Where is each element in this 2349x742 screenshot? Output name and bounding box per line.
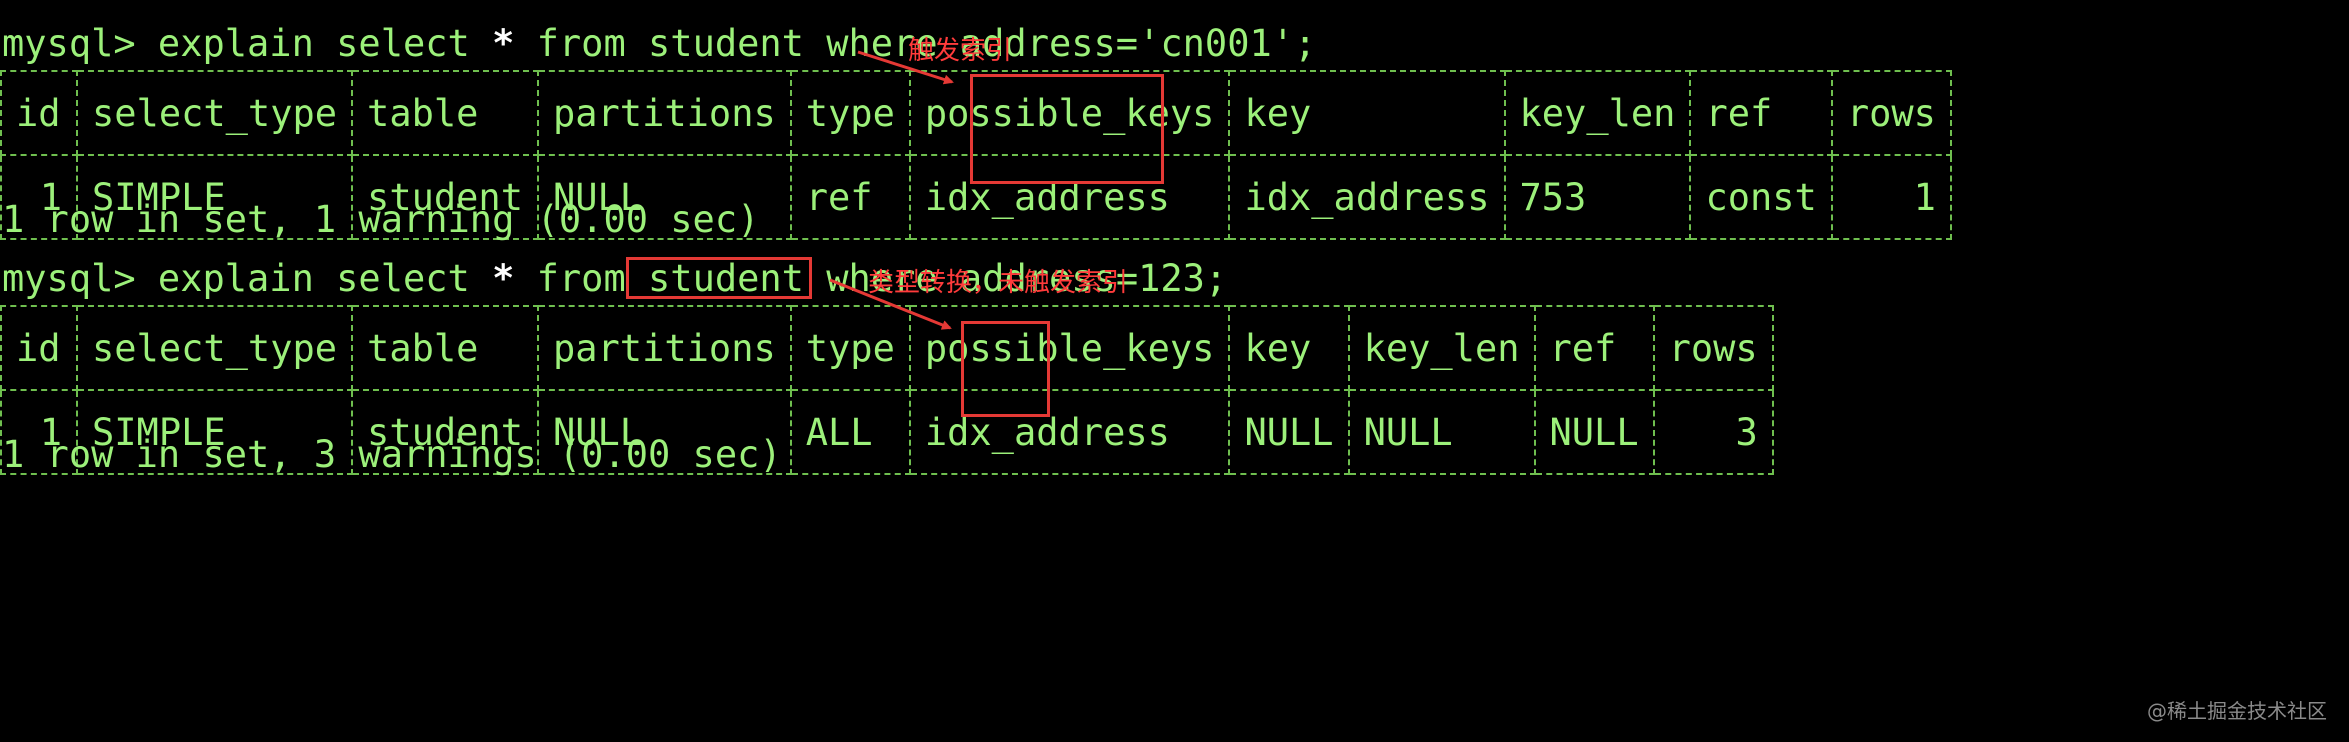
annotation-triggers-index: 触发索引 (908, 36, 1013, 66)
annotation-type-conversion: 类型转换，未触发索引 (868, 268, 1129, 298)
arrow-1 (857, 50, 954, 85)
cell-key: NULL (1228, 389, 1350, 475)
header-cell: ref (1533, 305, 1655, 391)
cell-ref: const (1689, 154, 1833, 240)
cell-partitions: NULL (536, 154, 792, 240)
cell-rows: 3 (1652, 389, 1774, 475)
command-text: explain select (135, 22, 493, 65)
cell-ref: NULL (1533, 389, 1655, 475)
header-cell: key (1228, 305, 1350, 391)
explain-table-2: id select_type table partitions type pos… (0, 305, 1774, 475)
cell-type: ALL (789, 389, 911, 475)
command-text: from student where address='cn001'; (514, 22, 1317, 65)
cell-id: 1 (0, 154, 78, 240)
header-cell: select_type (75, 305, 354, 391)
header-cell: table (351, 305, 539, 391)
header-cell: key_len (1347, 305, 1536, 391)
cell-id: 1 (0, 389, 78, 475)
watermark: @稀土掘金技术社区 (2147, 699, 2327, 723)
header-cell: id (0, 70, 78, 156)
prompt: mysql> (2, 257, 136, 300)
result-line-2: 1 row in set, 3 warnings (0.00 sec) (2, 433, 782, 476)
header-cell: partitions (536, 70, 792, 156)
header-cell: rows (1830, 70, 1952, 156)
header-cell: key_len (1503, 70, 1692, 156)
cell-table: student (351, 154, 539, 240)
command-text: from student where (514, 257, 960, 300)
prompt: mysql> (2, 22, 136, 65)
cell-select-type: SIMPLE (75, 389, 354, 475)
cell-table: student (351, 389, 539, 475)
cell-type: ref (789, 154, 911, 240)
header-cell: ref (1689, 70, 1833, 156)
cell-rows: 1 (1830, 154, 1952, 240)
header-cell: partitions (536, 305, 792, 391)
header-cell: rows (1652, 305, 1774, 391)
header-cell: select_type (75, 70, 354, 156)
command-condition: address=123; (959, 257, 1228, 300)
result-line-1: 1 row in set, 1 warning (0.00 sec) (2, 198, 760, 241)
command-star: * (492, 257, 515, 300)
header-cell: id (0, 305, 78, 391)
table-row: 1 SIMPLE student NULL ALL idx_address NU… (0, 389, 1774, 475)
command-star: * (492, 22, 515, 65)
arrow-2 (829, 278, 952, 330)
header-cell: possible_keys (908, 305, 1231, 391)
cell-partitions: NULL (536, 389, 792, 475)
cell-key-len: 753 (1503, 154, 1692, 240)
header-cell: table (351, 70, 539, 156)
command-text: explain select (135, 257, 493, 300)
cell-key: idx_address (1228, 154, 1506, 240)
cell-select-type: SIMPLE (75, 154, 354, 240)
command-line-2: mysql> explain select * from student whe… (2, 257, 1227, 301)
table-header-row: id select_type table partitions type pos… (0, 305, 1774, 391)
table-header-row: id select_type table partitions type pos… (0, 70, 1952, 156)
command-line-1: mysql> explain select * from student whe… (2, 22, 1316, 66)
header-cell: key (1228, 70, 1506, 156)
header-cell: type (789, 70, 911, 156)
cell-key-len: NULL (1347, 389, 1536, 475)
header-cell: type (789, 305, 911, 391)
header-cell: possible_keys (908, 70, 1231, 156)
